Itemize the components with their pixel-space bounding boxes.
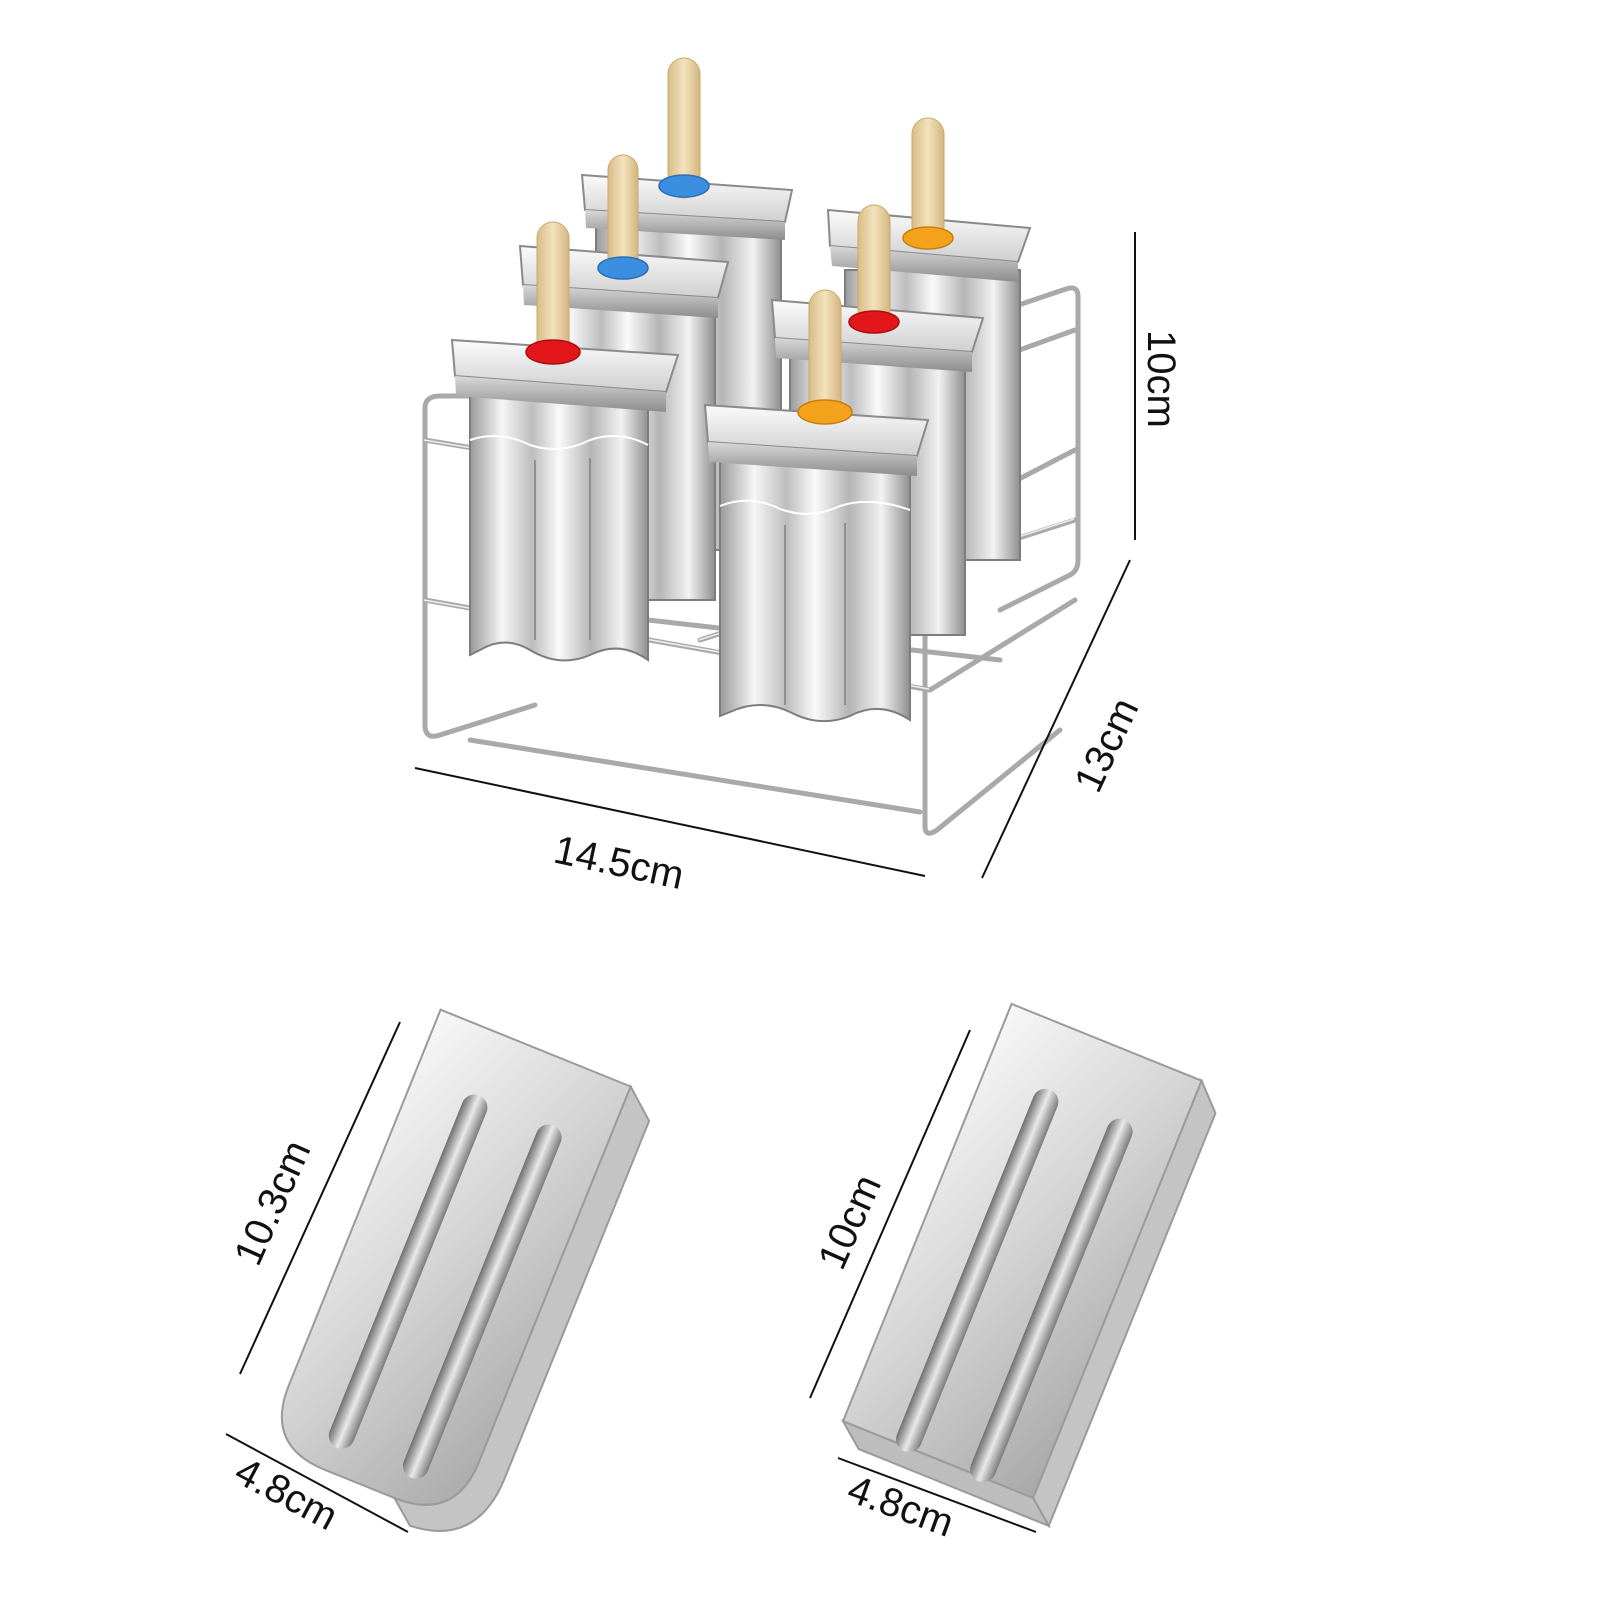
popsicle-stick — [667, 57, 701, 199]
rack-height-label: 10cm — [1139, 330, 1183, 428]
rounded-mold-length-label: 10.3cm — [226, 1134, 320, 1272]
popsicle-stick — [857, 204, 891, 326]
ring-orange — [797, 399, 853, 425]
popsicle-stick — [911, 117, 945, 243]
mold-grooves — [896, 1088, 1133, 1483]
mold-grooves — [328, 1094, 562, 1479]
rack-width-label: 14.5cm — [550, 828, 687, 898]
mold-front-right — [703, 289, 930, 723]
popsicle-stick — [607, 154, 639, 274]
popsicle-stick — [536, 221, 570, 357]
ring-red — [525, 339, 581, 365]
ring-red — [848, 310, 900, 334]
rack-depth-label: 13cm — [1066, 692, 1147, 799]
dimension-rack-height: 10cm — [1134, 232, 1183, 540]
ring-blue — [597, 256, 649, 280]
square-mold-length-label: 10cm — [810, 1168, 890, 1275]
ring-orange — [902, 226, 954, 250]
mold-square-bottom — [840, 1002, 1217, 1529]
dimension-rack-width: 14.5cm — [414, 767, 926, 898]
ring-blue — [658, 174, 710, 198]
popsicle-stick — [808, 289, 842, 416]
mold-front-left — [450, 221, 680, 662]
mold-rounded-bottom — [280, 1008, 651, 1532]
